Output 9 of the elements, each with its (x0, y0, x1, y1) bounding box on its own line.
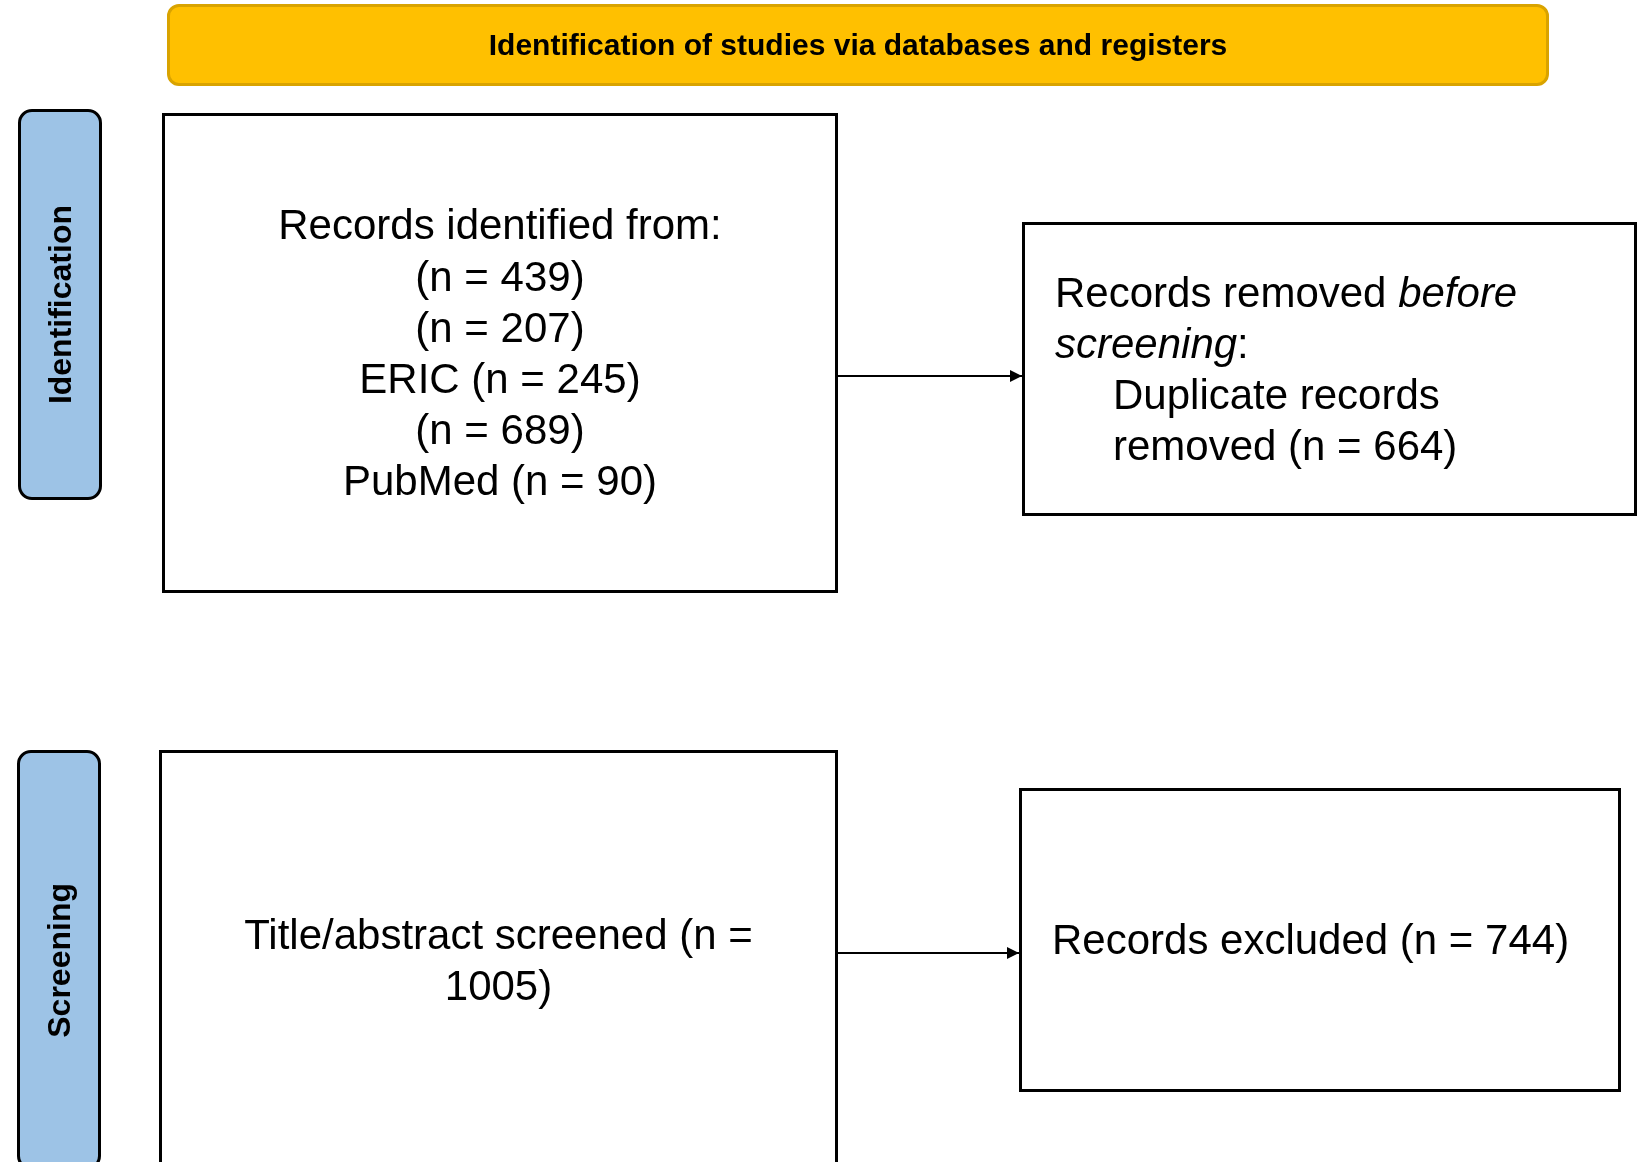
process-box: Records identified from: (n = 439) (n = 207) ERIC (n = 245) (n = 689) PubMed (n = 90) (162, 113, 838, 593)
title-banner: Identification of studies via databases and registers (167, 4, 1549, 86)
process-box: Title/abstract screened (n = 1005) (159, 750, 838, 1162)
arrow (837, 370, 1023, 382)
process-box: Records removed before screening: Duplicate records removed (n = 664) (1022, 222, 1637, 516)
process-box: Records excluded (n = 744) (1019, 788, 1621, 1092)
stage-label: Screening (17, 750, 101, 1162)
arrow (837, 947, 1020, 959)
stage-label: Identification (18, 109, 102, 500)
